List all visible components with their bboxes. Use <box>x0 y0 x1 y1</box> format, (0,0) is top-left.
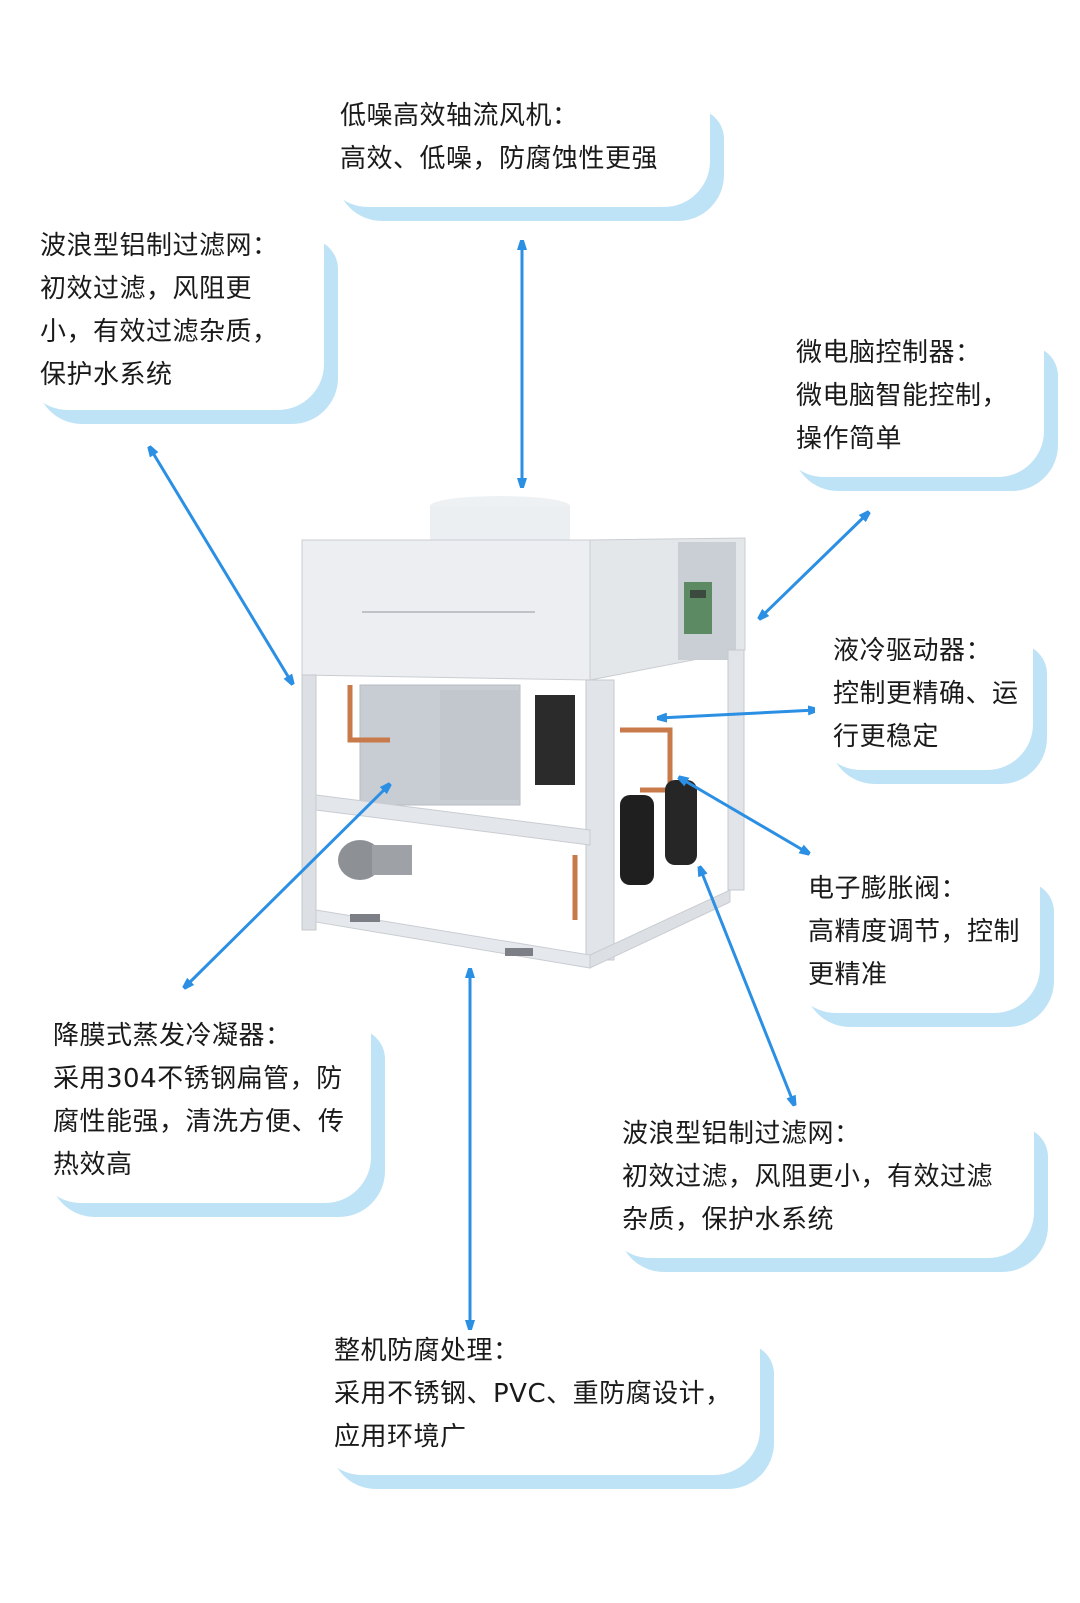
arrow-controller <box>760 513 868 618</box>
callout-text: 初效过滤，风阻更 <box>40 274 253 304</box>
callout-valve: 电子膨胀阀： 高精度调节，控制 更精准 <box>790 868 1054 1027</box>
callout-title: 液冷驱动器： <box>833 636 993 666</box>
callout-title: 微电脑控制器： <box>796 338 982 368</box>
callout-text: 控制更精确、运 <box>833 679 1019 709</box>
callout-filter-right: 波浪型铝制过滤网： 初效过滤，风阻更小，有效过滤 杂质，保护水系统 <box>604 1113 1048 1272</box>
arrow-filter-left <box>150 448 292 683</box>
callout-filter-left: 波浪型铝制过滤网： 初效过滤，风阻更 小，有效过滤杂质， 保护水系统 <box>22 225 338 424</box>
callout-fan: 低噪高效轴流风机： 高效、低噪，防腐蚀性更强 <box>322 95 724 221</box>
callout-text: 保护水系统 <box>40 360 173 390</box>
callout-text: 小，有效过滤杂质， <box>40 317 279 347</box>
callout-title: 波浪型铝制过滤网： <box>622 1119 861 1149</box>
callout-text: 行更稳定 <box>833 722 940 752</box>
callout-controller: 微电脑控制器： 微电脑智能控制， 操作简单 <box>778 332 1058 491</box>
callout-text: 杂质，保护水系统 <box>622 1205 835 1235</box>
callout-text: 腐性能强，清洗方便、传 <box>53 1107 345 1137</box>
callout-text: 操作简单 <box>796 424 903 454</box>
callout-title: 低噪高效轴流风机： <box>340 101 579 131</box>
callout-title: 降膜式蒸发冷凝器： <box>53 1021 292 1051</box>
callout-title: 波浪型铝制过滤网： <box>40 231 279 261</box>
callout-text: 初效过滤，风阻更小，有效过滤 <box>622 1162 994 1192</box>
callout-text: 热效高 <box>53 1150 133 1180</box>
callout-text: 应用环境广 <box>334 1422 467 1452</box>
callout-title: 电子膨胀阀： <box>808 874 968 904</box>
callout-text: 采用不锈钢、PVC、重防腐设计， <box>334 1379 732 1409</box>
callout-text: 微电脑智能控制， <box>796 381 1009 411</box>
callout-driver: 液冷驱动器： 控制更精确、运 行更稳定 <box>815 630 1047 784</box>
callout-title: 整机防腐处理： <box>334 1336 520 1366</box>
callout-text: 更精准 <box>808 960 888 990</box>
callout-anticorrosion: 整机防腐处理： 采用不锈钢、PVC、重防腐设计， 应用环境广 <box>316 1330 774 1489</box>
water-chiller-unit-illustration <box>301 496 746 969</box>
callout-condenser: 降膜式蒸发冷凝器： 采用304不锈钢扁管，防 腐性能强，清洗方便、传 热效高 <box>35 1015 385 1217</box>
callout-text: 高精度调节，控制 <box>808 917 1021 947</box>
callout-text: 采用304不锈钢扁管，防 <box>53 1064 343 1094</box>
callout-text: 高效、低噪，防腐蚀性更强 <box>340 144 659 174</box>
